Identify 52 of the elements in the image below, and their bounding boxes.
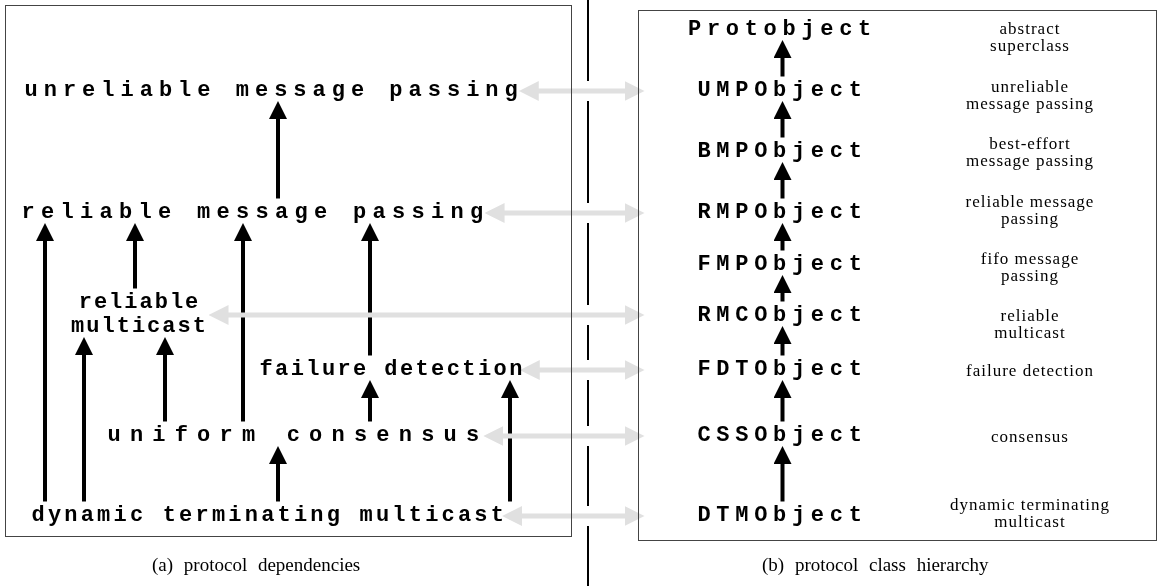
arrow <box>773 275 792 302</box>
arrow <box>36 223 54 502</box>
description-text: failure detection <box>965 362 1095 379</box>
protocol-name: reliable multicast <box>65 290 214 339</box>
arrow <box>269 101 287 199</box>
arrow <box>773 162 792 199</box>
arrow <box>501 380 519 502</box>
panel-frame <box>638 10 1157 541</box>
arrow <box>75 337 93 502</box>
class-name: FDTObject <box>639 357 926 382</box>
protocol-name: reliable message passing <box>21 200 490 225</box>
description-text: reliable multicast <box>993 307 1067 341</box>
class-name: FMPObject <box>639 252 926 277</box>
class-name: RMPObject <box>639 200 926 225</box>
description-text: abstract superclass <box>989 20 1071 54</box>
class-name: CSSObject <box>639 423 926 448</box>
description-text: unreliable message passing <box>965 78 1095 112</box>
class-name: BMPObject <box>639 139 926 164</box>
class-name: DTMObject <box>639 503 926 528</box>
panel-frame <box>5 5 572 537</box>
protocol-name: dynamic terminating multicast <box>31 503 508 528</box>
class-name: RMCObject <box>639 303 926 328</box>
arrow <box>126 223 144 289</box>
arrow <box>773 223 792 251</box>
protocol-name: failure detection <box>259 357 525 382</box>
class-name: UMPObject <box>639 78 926 103</box>
arrow <box>269 446 287 502</box>
description-text: dynamic terminating multicast <box>948 496 1112 530</box>
double-arrow <box>484 203 645 223</box>
double-arrow <box>518 81 645 101</box>
arrow <box>773 326 792 356</box>
double-arrow <box>519 360 645 380</box>
arrow <box>234 223 252 422</box>
double-arrow <box>502 506 645 526</box>
arrow <box>773 446 792 502</box>
arrow <box>361 223 379 356</box>
arrow <box>156 337 174 422</box>
double-arrow <box>483 426 645 446</box>
arrow <box>361 380 379 422</box>
protocol-name: unreliable message passing <box>24 78 524 103</box>
double-arrow <box>208 305 645 325</box>
arrow <box>773 101 792 138</box>
protocol-name: uniform consensus <box>107 423 489 448</box>
caption: (a) protocol dependencies <box>152 554 361 576</box>
arrow <box>773 380 792 422</box>
description-text: reliable message passing <box>964 193 1096 227</box>
description-text: consensus <box>990 428 1070 445</box>
caption: (b) protocol class hierarchy <box>762 554 989 576</box>
arrow <box>773 40 792 77</box>
description-text: fifo message passing <box>979 250 1081 284</box>
class-name: Protobject <box>639 17 926 42</box>
description-text: best-effort message passing <box>965 135 1095 169</box>
